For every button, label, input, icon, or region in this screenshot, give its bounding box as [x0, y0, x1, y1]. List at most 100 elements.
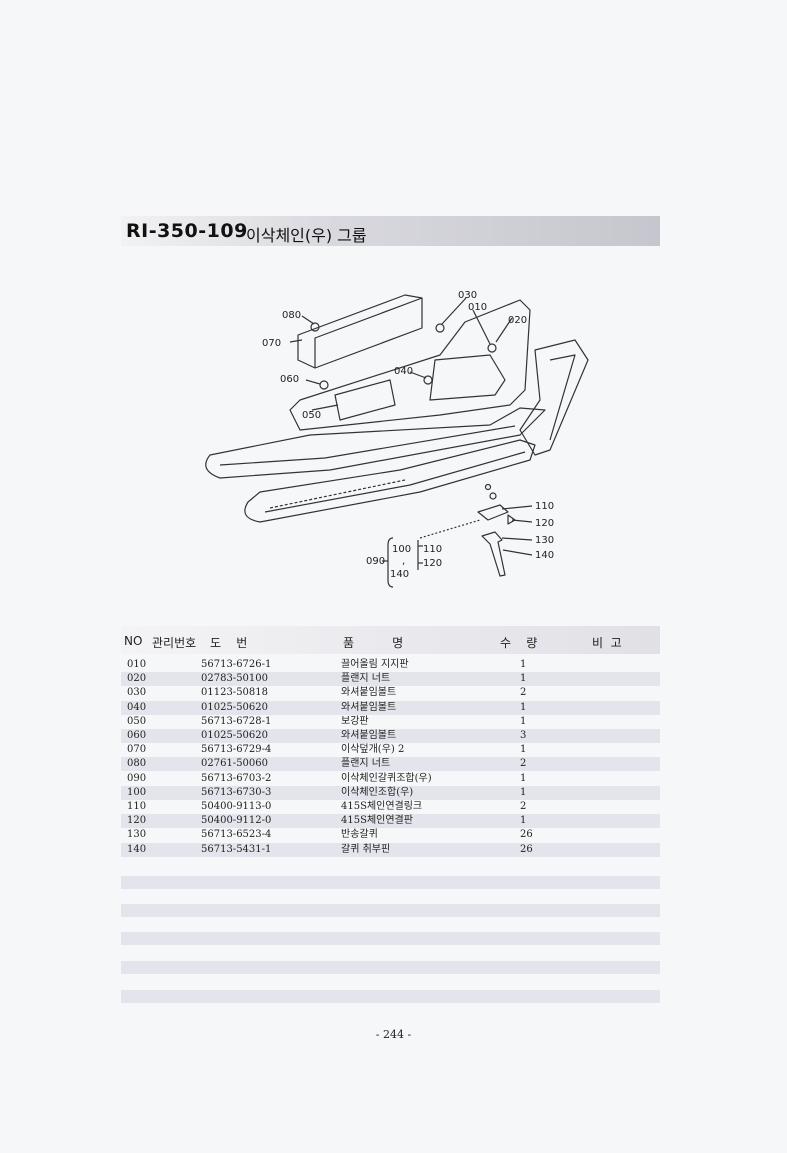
chain-link-parts — [477, 504, 509, 521]
callout-070: 070 — [262, 338, 281, 349]
callout-030: 030 — [458, 290, 477, 301]
chain-frame — [205, 407, 546, 479]
blank-row — [121, 961, 660, 974]
cell-part-name: 갈퀴 취부핀 — [341, 843, 391, 855]
parts-diagram: 080 070 060 050 040 030 010 020 110 120 … — [205, 290, 589, 588]
cell-quantity: 2 — [520, 801, 527, 812]
cell-drawing-no: 50400-9113-0 — [201, 801, 272, 812]
table-header-bar — [121, 626, 660, 654]
header-drawing-no: 도 번 — [210, 636, 248, 650]
cell-quantity: 1 — [520, 701, 527, 713]
cell-drawing-no: 56713-6523-4 — [201, 829, 272, 841]
cell-drawing-no: 50400-9112-0 — [201, 815, 272, 827]
table-row-stripe — [121, 842, 660, 857]
callout-100: 100 — [392, 544, 411, 555]
cell-part-name: 415S체인연결판 — [341, 815, 413, 827]
cell-quantity: 1 — [520, 772, 527, 784]
callout-120-right: 120 — [535, 518, 554, 529]
right-tower — [519, 339, 589, 456]
cell-part-name: 와셔붙임볼트 — [341, 730, 397, 741]
support-plate — [289, 299, 531, 431]
cell-part-name: 플랜지 너트 — [341, 673, 391, 685]
chain-track — [244, 439, 536, 523]
cell-quantity: 1 — [520, 715, 527, 727]
page-number: - 244 - — [375, 1028, 412, 1041]
cell-no: 070 — [127, 744, 147, 756]
callout-050: 050 — [302, 410, 321, 421]
cell-quantity: 1 — [520, 815, 527, 827]
callout-040: 040 — [394, 366, 413, 377]
cell-no: 030 — [127, 687, 147, 699]
header-quantity: 수 량 — [500, 636, 538, 650]
blank-row — [121, 904, 660, 917]
callout-110-right: 110 — [535, 501, 554, 512]
cell-quantity: 26 — [520, 829, 533, 841]
ear-cover — [297, 294, 423, 369]
table-row-stripe — [121, 672, 660, 687]
cell-drawing-no: 01025-50620 — [201, 701, 269, 713]
callout-060: 060 — [280, 374, 299, 385]
cell-no: 080 — [127, 758, 147, 770]
callout-120-left: 120 — [423, 558, 442, 569]
group-name: 이삭체인(우) 그룹 — [246, 226, 367, 245]
table-row-stripe — [121, 814, 660, 829]
cell-part-name: 415S체인연결링크 — [341, 801, 423, 812]
callout-090: 090 — [366, 556, 385, 567]
callout-130: 130 — [535, 535, 554, 546]
cell-part-name: 이삭체인조합(우) — [341, 786, 414, 798]
callout-140-right: 140 — [535, 550, 554, 561]
cell-drawing-no: 56713-6729-4 — [201, 744, 272, 756]
table-row-stripe — [121, 785, 660, 800]
cell-no: 060 — [127, 730, 147, 741]
reinforcement-plate — [334, 379, 396, 421]
cell-part-name: 플랜지 너트 — [341, 758, 391, 770]
cell-quantity: 1 — [520, 673, 527, 685]
cell-drawing-no: 56713-6726-1 — [201, 659, 272, 670]
header-no: NO — [124, 634, 143, 648]
cell-quantity: 1 — [520, 786, 527, 798]
cell-quantity: 1 — [520, 659, 527, 670]
blank-row — [121, 932, 660, 945]
blank-row — [121, 990, 660, 1003]
cell-quantity: 3 — [520, 730, 527, 741]
cell-quantity: 2 — [520, 758, 527, 770]
cell-drawing-no: 02761-50060 — [201, 758, 269, 770]
cell-no: 110 — [127, 801, 147, 812]
callout-110-left: 110 — [423, 544, 442, 555]
cell-no: 120 — [127, 815, 147, 827]
cell-no: 040 — [127, 701, 147, 713]
cell-part-name: 와셔붙임볼트 — [341, 687, 397, 699]
table-row-stripe — [121, 729, 660, 743]
cell-no: 100 — [127, 786, 147, 798]
cell-part-name: 이삭체인갈퀴조합(우) — [341, 772, 432, 784]
cell-quantity: 26 — [520, 843, 533, 855]
cell-no: 020 — [127, 673, 147, 685]
table-row-stripe — [121, 757, 660, 772]
cell-no: 010 — [127, 659, 147, 670]
callout-020: 020 — [508, 315, 527, 326]
cell-part-name: 보강판 — [341, 715, 369, 727]
title-bar — [121, 216, 660, 246]
blank-row — [121, 876, 660, 889]
cell-drawing-no: 01123-50818 — [201, 687, 269, 699]
cell-quantity: 2 — [520, 687, 527, 699]
cell-drawing-no: 56713-6730-3 — [201, 786, 272, 798]
cell-no: 140 — [127, 843, 147, 855]
table-row-stripe — [121, 700, 660, 715]
cell-no: 130 — [127, 829, 147, 841]
group-code: RI-350-109 — [126, 220, 248, 242]
cell-part-name: 와셔붙임볼트 — [341, 701, 397, 713]
cell-drawing-no: 01025-50620 — [201, 730, 269, 741]
header-mgmt-no: 관리번호 — [152, 636, 197, 650]
cell-part-name: 이삭덮개(우) 2 — [341, 744, 405, 756]
cell-drawing-no: 56713-5431-1 — [201, 843, 272, 855]
header-note: 비 고 — [592, 636, 622, 650]
cell-drawing-no: 56713-6703-2 — [201, 772, 272, 784]
callout-080: 080 — [282, 310, 301, 321]
header-part-name: 품 명 — [343, 636, 404, 650]
cell-drawing-no: 56713-6728-1 — [201, 715, 272, 727]
cell-quantity: 1 — [520, 744, 527, 756]
cell-no: 050 — [127, 715, 147, 727]
callout-010: 010 — [468, 302, 487, 313]
callout-140-left: 140 — [390, 569, 409, 580]
